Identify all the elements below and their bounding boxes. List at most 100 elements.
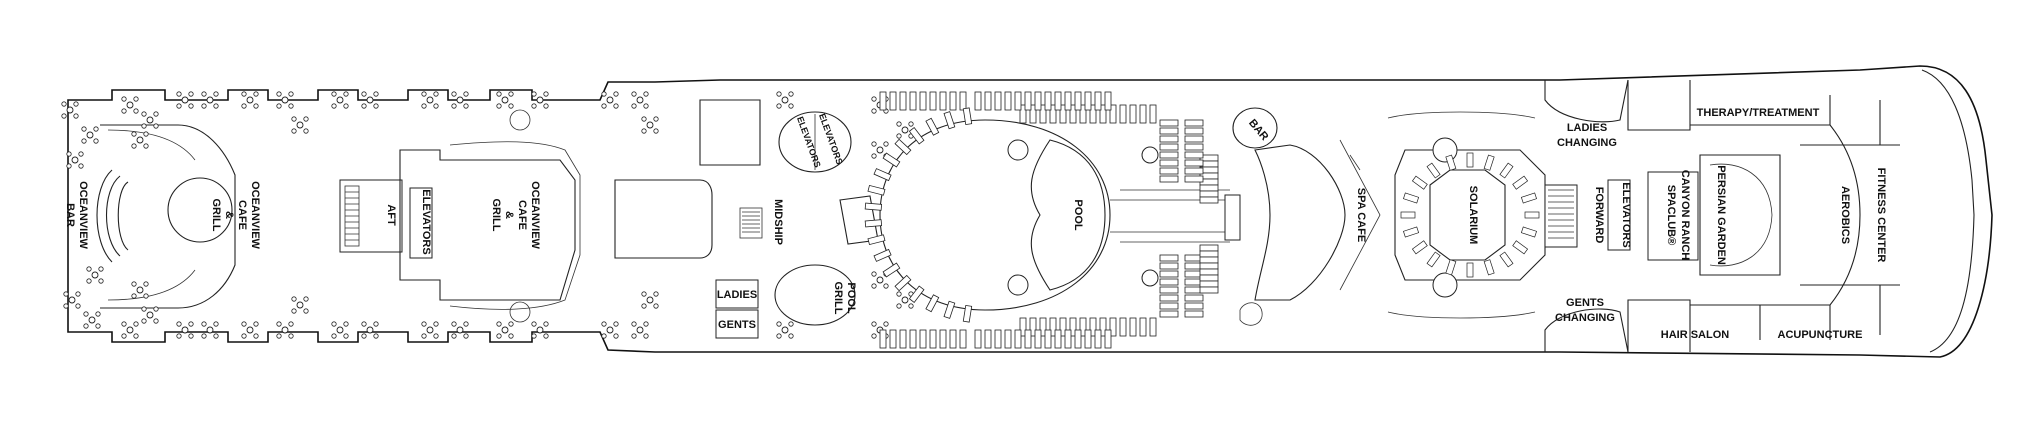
lounger (1184, 159, 1204, 167)
lounger (959, 91, 967, 111)
lounger (1159, 135, 1179, 143)
lounger (1139, 317, 1147, 337)
lounger (929, 329, 937, 349)
lounger (1129, 104, 1137, 124)
lounger (1159, 270, 1179, 278)
table-cluster (601, 91, 619, 109)
lounger (1184, 310, 1204, 318)
lounger (962, 304, 973, 323)
table-cluster (291, 296, 309, 314)
lounger (925, 117, 940, 136)
lounger (1159, 278, 1179, 286)
label-hair-salon: HAIR SALON (1661, 329, 1730, 341)
lounger (994, 329, 1002, 349)
lounger (1119, 317, 1127, 337)
lounger (1129, 317, 1137, 337)
lounger (1149, 104, 1157, 124)
lounger (908, 285, 925, 303)
table-cluster (83, 311, 101, 329)
lounger (1520, 226, 1537, 238)
label-gents-changing: GENTS CHANGING (1555, 297, 1615, 324)
lounger (864, 202, 883, 211)
lounger (908, 127, 925, 145)
svg-text:CAFE: CAFE (516, 200, 528, 230)
label-oceanview-bar: OCEANVIEW BAR (64, 181, 89, 249)
lounger (1104, 329, 1112, 349)
table-cluster (776, 91, 794, 109)
svg-text:CAFE: CAFE (236, 200, 248, 230)
lounger (1044, 329, 1052, 349)
lounger (1159, 143, 1179, 151)
lounger (1445, 154, 1457, 171)
lounger (1411, 175, 1428, 190)
aft-buffet-circle (167, 177, 233, 243)
table-cluster (81, 126, 99, 144)
lounger (1199, 280, 1219, 288)
lounger (1483, 259, 1495, 276)
lounger (1044, 91, 1052, 111)
lounger (1074, 91, 1082, 111)
lounger (1064, 329, 1072, 349)
ladies-room (715, 279, 759, 309)
lounger (1159, 286, 1179, 294)
table-cluster (241, 321, 259, 339)
lounger (1149, 317, 1157, 337)
lounger (1184, 175, 1204, 183)
lounger (1084, 329, 1092, 349)
midship-elevators-oval (778, 111, 852, 173)
svg-text:&: & (223, 211, 235, 219)
lounger (1184, 127, 1204, 135)
lounger (1159, 159, 1179, 167)
lounger (925, 294, 940, 313)
lounger (974, 329, 982, 349)
lounger (1054, 91, 1062, 111)
label-persian-garden: PERSIAN GARDEN (1715, 165, 1727, 265)
forward-elevators-box (1607, 179, 1631, 251)
lounger (1159, 167, 1179, 175)
lounger (1483, 154, 1495, 171)
lounger (919, 91, 927, 111)
svg-text:OCEANVIEW: OCEANVIEW (249, 181, 261, 249)
label-canyon-ranch: CANYON RANCH SPACLUB® (1665, 170, 1691, 261)
gents-room (715, 309, 759, 339)
lounger (882, 262, 901, 278)
lounger (1184, 167, 1204, 175)
lounger (1054, 329, 1062, 349)
lounger (1094, 329, 1102, 349)
lounger (1159, 151, 1179, 159)
svg-text:CHANGING: CHANGING (1557, 137, 1617, 149)
lounger (889, 91, 897, 111)
table-cluster (496, 91, 514, 109)
lounger (1004, 91, 1012, 111)
table-cluster (531, 321, 549, 339)
midship-elevators-block (614, 179, 713, 259)
lounger (1199, 196, 1219, 204)
lounger (1466, 262, 1474, 278)
lounger (873, 248, 892, 262)
lounger (1199, 268, 1219, 276)
lounger (1199, 286, 1219, 294)
svg-text:GENTS: GENTS (1566, 297, 1604, 309)
label-spa-cafe: SPA CAFE (1355, 188, 1367, 242)
mid-cafe-outline (399, 149, 576, 301)
svg-text:POOL: POOL (845, 282, 857, 313)
hull-outline (67, 65, 1993, 358)
table-cluster (121, 96, 139, 114)
svg-text:FORWARD: FORWARD (1593, 187, 1605, 244)
lounger (1466, 152, 1474, 168)
table-cluster (121, 321, 139, 339)
lounger (1403, 192, 1420, 204)
lounger (1034, 91, 1042, 111)
svg-text:CHANGING: CHANGING (1555, 312, 1615, 324)
lounger (1499, 162, 1514, 179)
svg-text:GRILL: GRILL (210, 199, 222, 232)
label-pool-grill: POOL GRILL (832, 282, 857, 315)
label-acupuncture: ACUPUNCTURE (1778, 329, 1863, 341)
lounger (1512, 175, 1529, 190)
lounger (1199, 190, 1219, 198)
svg-text:GRILL: GRILL (490, 199, 502, 232)
lounger (867, 234, 886, 246)
lounger (1184, 302, 1204, 310)
lounger (1034, 329, 1042, 349)
